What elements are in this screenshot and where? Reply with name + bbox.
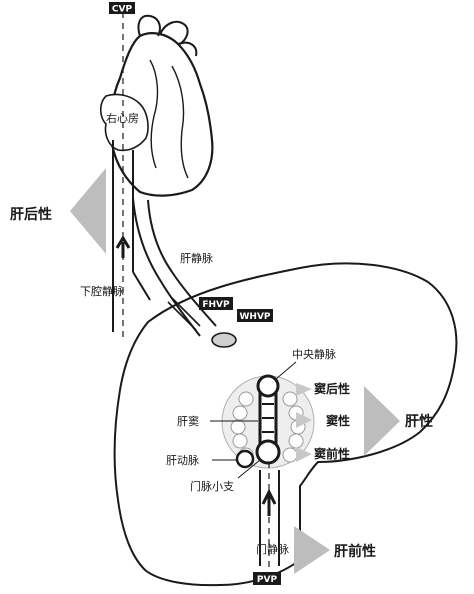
- prehepatic-wedge: [294, 526, 330, 574]
- central-vein-label: 中央静脉: [292, 347, 336, 361]
- portal-flow-arrow: [261, 488, 277, 516]
- whvp-balloon: [211, 332, 237, 348]
- pvp-tag-label: PVP: [257, 575, 278, 585]
- sinusoidal-wedge: [296, 412, 312, 428]
- central-vein-leader: [275, 361, 297, 380]
- sinusoid-left-cells: [230, 391, 254, 463]
- sinusoidal-label: 窦性: [326, 413, 350, 428]
- ivc-flow-arrow: [115, 235, 131, 258]
- hepatic-vein-catheter: [167, 297, 201, 331]
- postsinusoidal-wedge: [296, 383, 312, 396]
- hepatic-vein-label: 肝静脉: [180, 251, 213, 265]
- hepatic-lobule: [221, 374, 315, 469]
- heart-great-vessels: [137, 14, 198, 57]
- posthepatic-label: 肝后性: [10, 206, 52, 223]
- pvp-tag: [253, 572, 281, 585]
- prehepatic-label: 肝前性: [334, 543, 376, 560]
- portal-branch-circle: [255, 439, 281, 465]
- intrahepatic-wedge: [364, 386, 400, 456]
- portal-vein-label: 门静脉: [256, 542, 289, 556]
- portal-branch-label: 门脉小支: [190, 479, 234, 493]
- whvp-tag: [237, 309, 273, 322]
- ivc-label: 下腔静脉: [80, 284, 124, 298]
- presinusoidal-wedge: [296, 447, 312, 462]
- portal-branch-leader: [237, 459, 261, 479]
- sinusoid-label: 肝窦: [177, 415, 199, 428]
- cvp-tag: [109, 2, 135, 14]
- hepatic-vein-left-wall: [132, 197, 201, 337]
- whvp-tag-label: WHVP: [239, 312, 270, 322]
- fhvp-tag-label: FHVP: [202, 300, 230, 310]
- posthepatic-wedge: [70, 168, 106, 254]
- hepatic-artery-label: 肝动脉: [166, 453, 199, 467]
- hepatic-artery-circle: [235, 449, 255, 469]
- central-vein-circle: [256, 374, 280, 398]
- right-atrium-label: 右心房: [106, 111, 139, 125]
- ivc-continuation: [132, 271, 151, 301]
- presinusoidal-label: 窦前性: [314, 446, 350, 461]
- postsinusoidal-label: 窦后性: [314, 381, 350, 396]
- right-atrium-outline: [99, 93, 149, 152]
- heart-outline: [109, 32, 214, 197]
- fhvp-tag: [199, 297, 233, 310]
- cvp-tag-label: CVP: [112, 5, 133, 15]
- intrahepatic-label: 肝性: [405, 413, 433, 430]
- heart: [99, 14, 214, 197]
